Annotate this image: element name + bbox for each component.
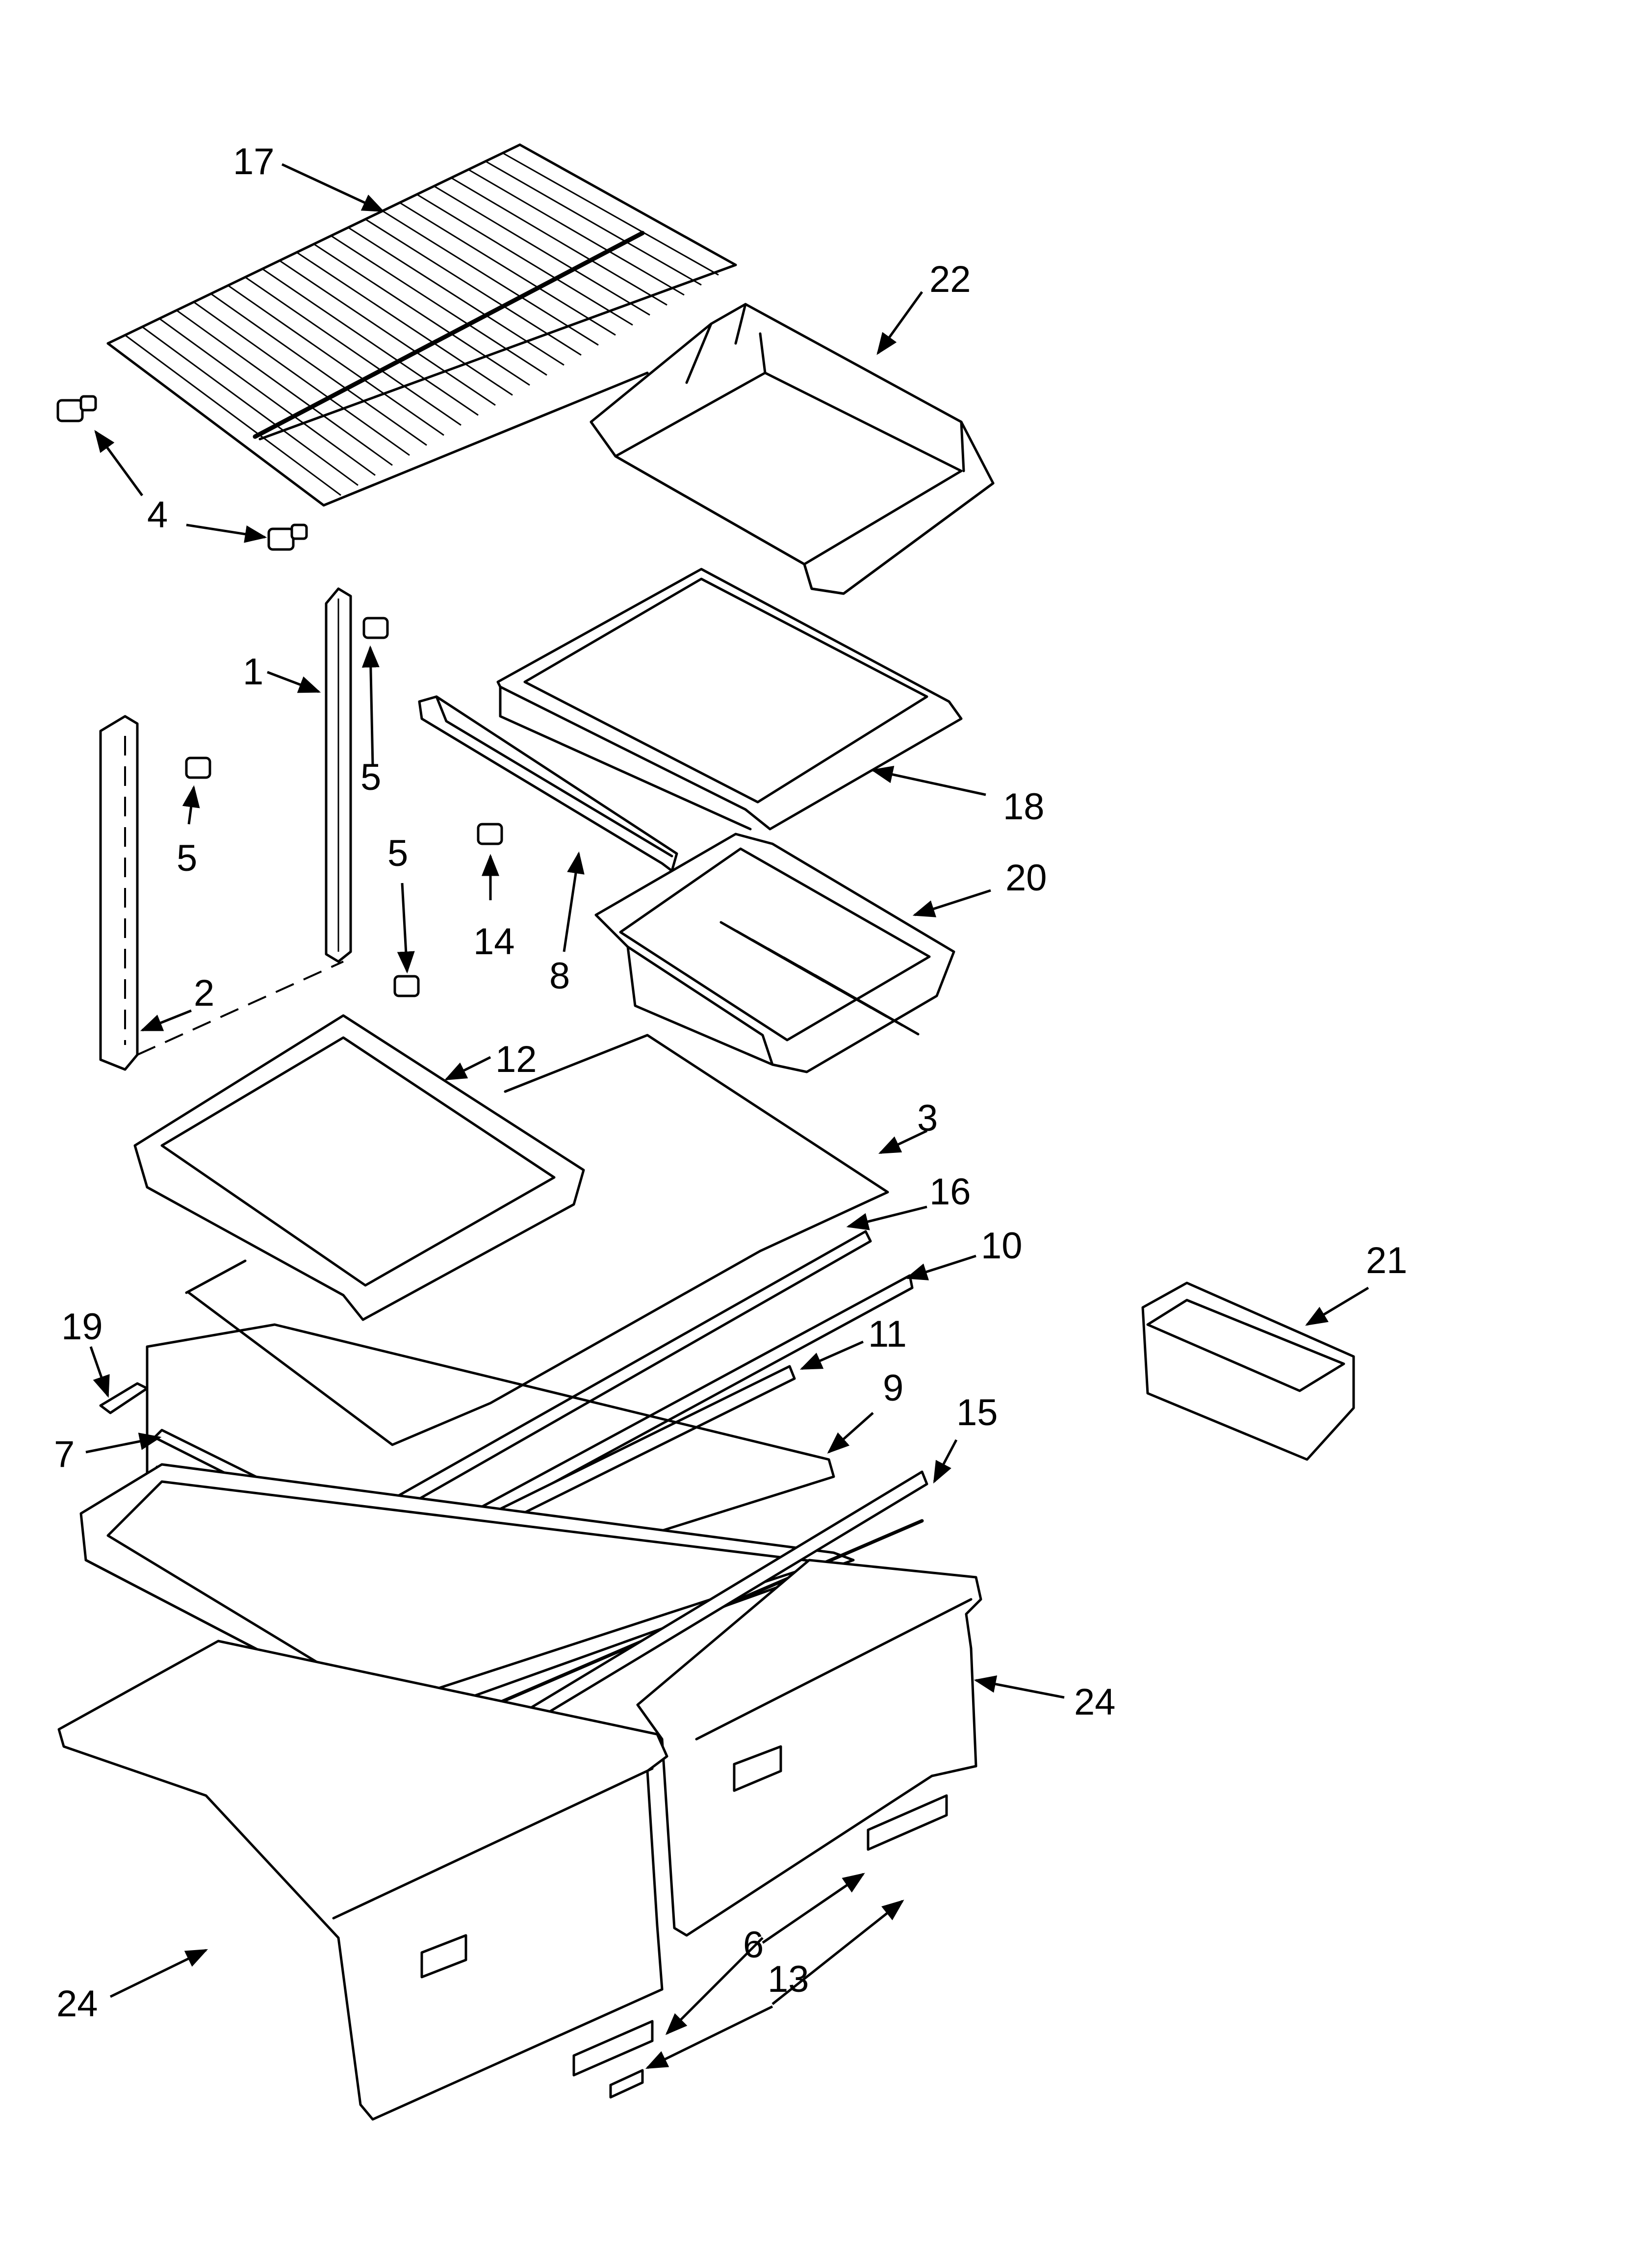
callout-11: 11 [868,1313,907,1355]
callout-labels: 17 22 4 1 5 5 5 14 8 18 20 2 12 3 16 10 … [54,141,1408,2025]
shelf-wire [125,334,341,496]
callout-3: 3 [917,1097,938,1139]
shelf-wire [193,301,410,456]
crisper-drawer-part [594,833,955,1073]
callout-1: 1 [243,651,263,693]
lower-shelf-frame-part [133,1014,585,1321]
callout-4: 4 [147,494,168,536]
callout-16: 16 [929,1171,971,1213]
shelf-wire [176,310,393,466]
callout-14: 14 [473,921,515,963]
shelf-wire [348,227,564,366]
deli-drawer-part [590,303,995,595]
shelf-wire [416,193,633,326]
shelf-trim-part [396,1230,914,1547]
wire-shelf-part [106,143,737,507]
shelf-wire [142,326,359,486]
shelf-wire [399,202,616,336]
drawer-clip-part [572,1794,948,2099]
callout-22: 22 [929,259,971,300]
shelf-wire [245,276,462,426]
callout-24-right: 24 [1074,1681,1116,1723]
upper-shelf-frame-part [496,568,963,831]
shelf-rail-left-part [99,715,344,1071]
shelf-wire [262,268,479,416]
callout-20: 20 [1005,857,1047,899]
shelf-wire [434,185,650,316]
callout-17: 17 [233,141,275,182]
shelf-wire [159,318,376,476]
callout-12: 12 [495,1039,537,1080]
callout-18: 18 [1003,786,1045,828]
glass-panel-part [185,1250,762,1446]
shelf-rail-right-part [325,587,352,963]
shelf-wire [382,210,599,346]
shelf-wire [296,252,513,396]
callout-2: 2 [194,972,214,1014]
callout-5-b: 5 [177,837,197,879]
shelf-wire [502,152,719,276]
callout-15: 15 [956,1392,998,1434]
callout-6: 6 [743,1924,764,1966]
shelf-wire [210,293,427,446]
crisper-drawer-left-part [57,1640,668,2121]
callout-5-c: 5 [387,833,408,874]
drawer-vent-slot [814,974,920,1036]
callout-8: 8 [549,955,570,997]
shelf-wire [331,235,547,376]
shelf-wire [365,218,582,356]
callout-24-left: 24 [56,1983,98,2025]
shelf-wire [485,160,702,286]
callout-21: 21 [1366,1240,1408,1281]
callout-10: 10 [981,1225,1023,1267]
shelf-support-part [56,395,308,551]
glass-shelf-part [504,1034,889,1252]
callout-13: 13 [768,1958,809,2000]
shelf-wire [313,243,530,386]
door-bin-part [1141,1281,1355,1461]
shelf-wire [228,285,444,436]
callout-9: 9 [883,1367,903,1409]
callout-7: 7 [54,1434,75,1475]
leader-lines [85,163,1369,2069]
shelf-wire [451,177,667,306]
callout-5-a: 5 [360,756,381,798]
shelf-wire [468,169,685,296]
shelf-wire [279,260,496,406]
screw-part [185,617,503,997]
callout-19: 19 [61,1306,103,1348]
crisper-drawer-right-part [636,1559,982,1937]
